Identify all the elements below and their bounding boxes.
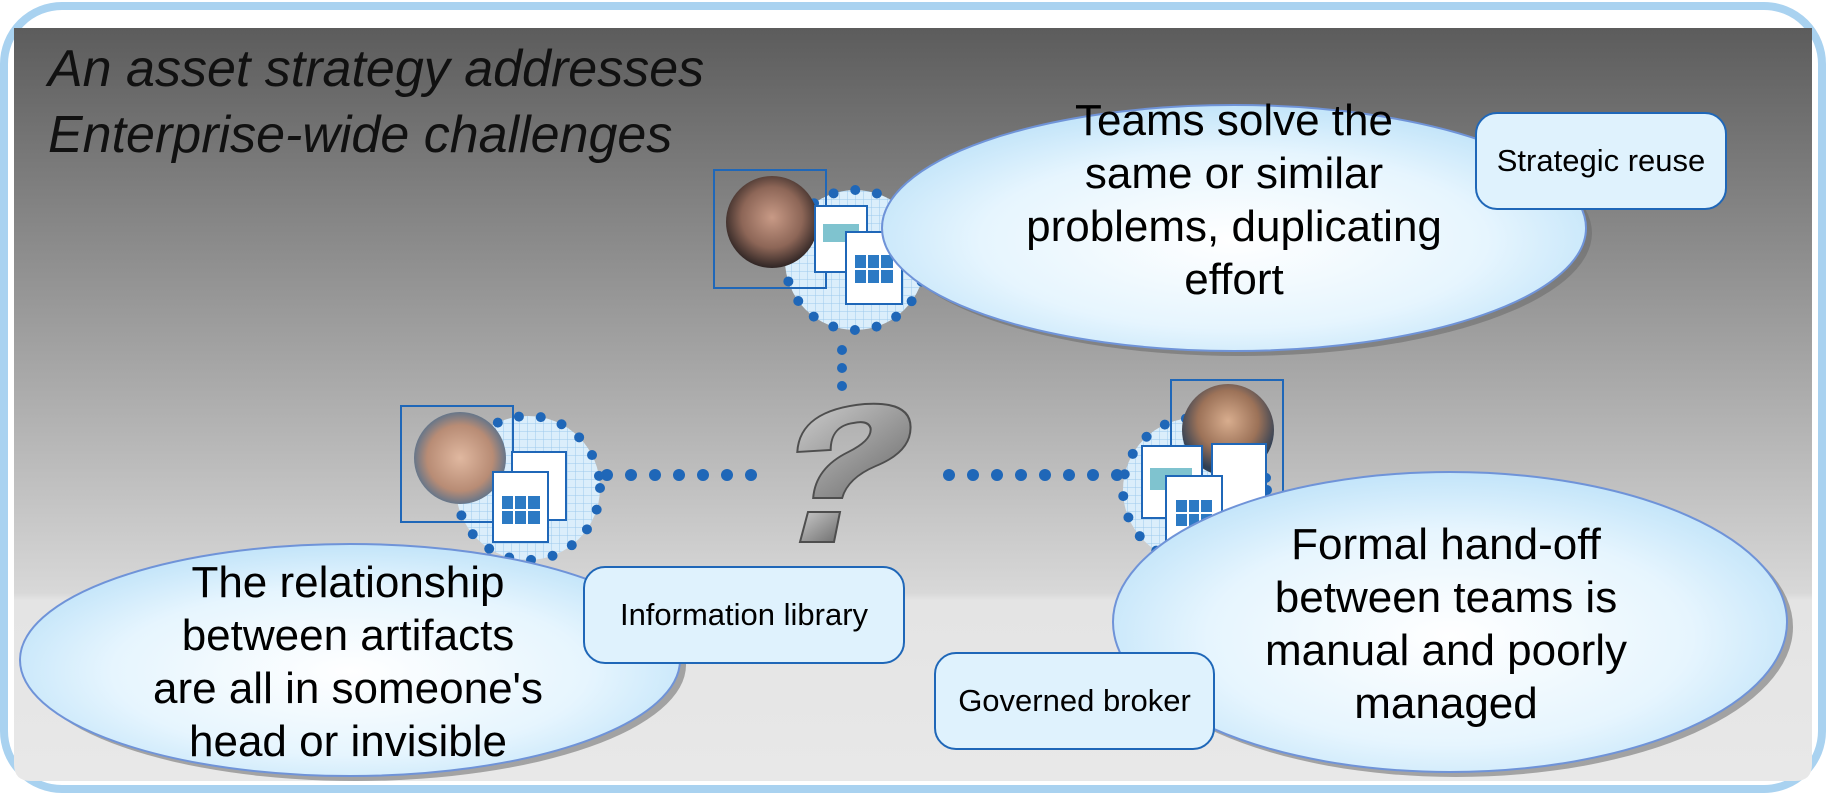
bubble-top-text: Teams solve the same or similar problems… [984,94,1484,306]
bubble-left-line: between artifacts [181,611,515,660]
bubble-top-line: effort [1184,255,1284,304]
title-line-2: Enterprise-wide challenges [48,106,673,164]
bubble-right-line: between teams is [1274,573,1618,622]
persona-top [713,169,930,335]
label-information-library: Information library [583,566,905,664]
bubble-left-line: head or invisible [189,717,507,766]
connector-dots [601,345,1123,481]
bubble-left-line: The relationship [191,558,505,607]
bubble-left-line: are all in someone's [153,664,543,713]
bubble-top-line: problems, duplicating [1026,202,1442,251]
person-photo-female [726,176,818,268]
bubble-top-shape [881,104,1592,356]
bubble-right-line: Formal hand-off [1291,520,1601,569]
bubble-right-line: managed [1354,679,1538,728]
document-stack-icon [492,451,567,543]
bubble-right-line: manual and poorly [1264,626,1627,675]
bubble-right-shape [1112,471,1793,777]
bubble-left-text: The relationship between artifacts are a… [98,556,598,768]
bubble-left-shape [19,543,686,781]
bubble-top-line: Teams solve the [1075,96,1393,145]
title-line-1: An asset strategy addresses [48,40,705,98]
label-governed-broker: Governed broker [934,652,1215,750]
person-photo-young-male [414,412,506,504]
bubble-top-line: same or similar [1084,149,1384,198]
question-mark-icon [796,402,912,543]
persona-left [400,405,605,565]
slide-title: An asset strategy addresses Enterprise-w… [48,36,704,168]
bubble-right-text: Formal hand-off between teams is manual … [1196,518,1696,730]
label-strategic-reuse: Strategic reuse [1475,112,1727,210]
